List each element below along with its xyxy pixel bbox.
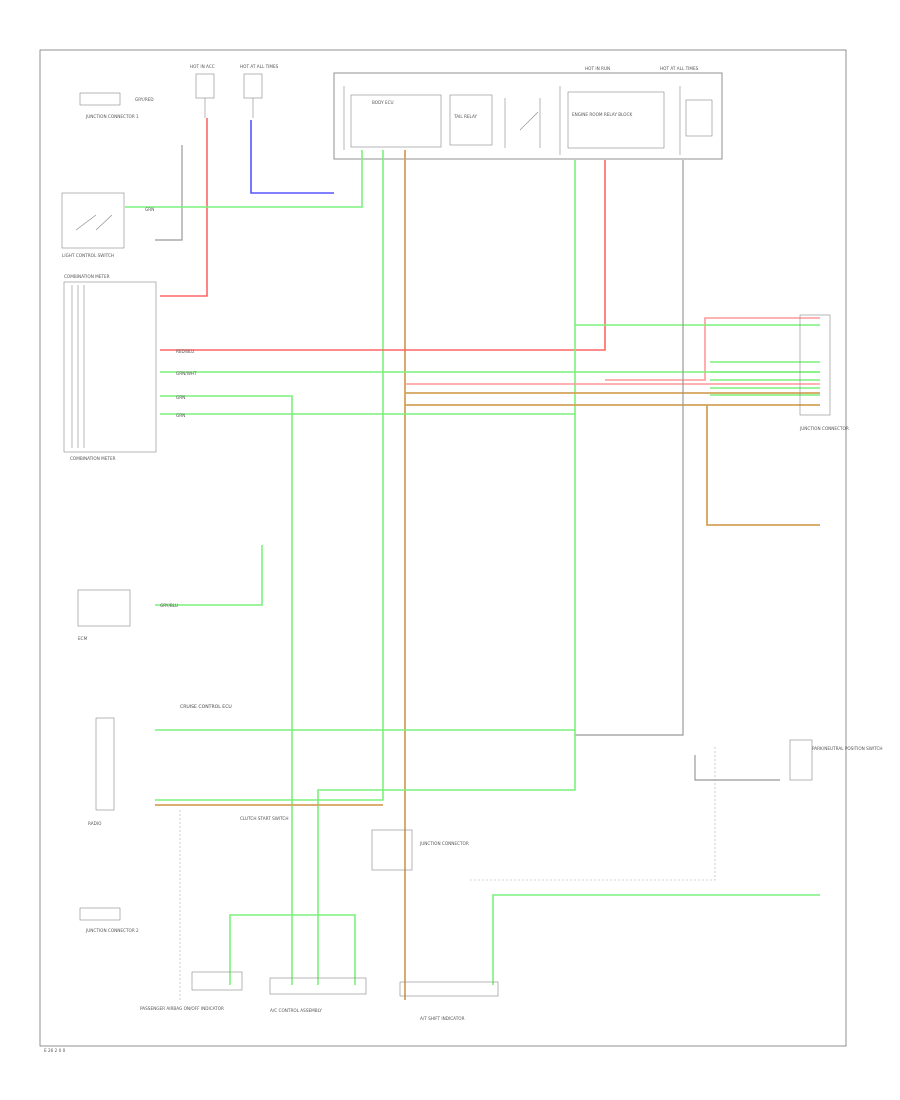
orange-right-drop — [706, 405, 820, 526]
clutch-start-label: CLUTCH START SWITCH — [240, 816, 289, 821]
junction-right-label: JUNCTION CONNECTOR — [799, 426, 849, 431]
fuse-hot-all-2: HOT AT ALL TIMES — [240, 64, 279, 69]
light-control-switch: LIGHT CONTROL SWITCH GRN — [61, 192, 154, 258]
wire-grn-4: GRN — [176, 413, 185, 418]
junction-connector-right-top: JUNCTION CONNECTOR — [799, 314, 849, 431]
passenger-airbag-indicator: PASSENGER AIRBAG ON/OFF INDICATOR — [140, 971, 243, 1011]
fuse-hot-acc: HOT IN ACC — [190, 64, 215, 69]
at-shift-indicator: A/T SHIFT INDICATOR — [399, 981, 499, 1021]
green-lower-2 — [317, 730, 576, 985]
red-wire-right — [160, 160, 606, 351]
wire-grn-1: GRN — [145, 207, 154, 212]
blue-wire — [250, 120, 334, 194]
wire-gry-blu: GRY/BLU — [160, 603, 178, 608]
gray-lower — [694, 755, 780, 781]
wire-grn-3: GRN — [176, 395, 185, 400]
combination-meter-label: COMBINATION METER — [64, 274, 110, 279]
top-fuses — [195, 73, 263, 118]
footer-code: E 26 2 0 0 — [44, 1048, 66, 1053]
gray-right-vertical — [575, 160, 684, 736]
gray-short — [155, 145, 183, 241]
dashed-guide-2 — [470, 745, 716, 881]
radio-label: RADIO — [88, 821, 102, 826]
park-neutral-switch: PARK/NEUTRAL POSITION SWITCH — [789, 739, 883, 781]
green-horizontal-4 — [160, 395, 293, 590]
junction-connector-center: JUNCTION CONNECTOR — [371, 829, 469, 871]
junction-top-label: JUNCTION CONNECTOR 1 — [85, 114, 139, 119]
green-main-vertical — [155, 150, 384, 801]
hvac-label: A/C CONTROL ASSEMBLY — [270, 1008, 322, 1013]
red-wire-left — [160, 118, 208, 297]
green-lower-1 — [155, 414, 576, 731]
red-wire-right-2 — [605, 317, 820, 381]
park-neutral-label: PARK/NEUTRAL POSITION SWITCH — [812, 746, 883, 751]
hvac-control: A/C CONTROL ASSEMBLY — [269, 977, 367, 1013]
junction-center-label: JUNCTION CONNECTOR — [419, 841, 469, 846]
body-ecu-label: BODY ECU — [372, 100, 394, 105]
clutch-start-switch: CLUTCH START SWITCH — [240, 816, 289, 821]
ecm-box: ECM GRY/BLU — [77, 589, 178, 641]
wire-gry-red-1: GRY/RED — [135, 97, 154, 102]
junction-bottom-label: JUNCTION CONNECTOR 2 — [85, 928, 139, 933]
green-right-lines — [710, 361, 820, 396]
fuse-hot-run: HOT IN RUN — [585, 66, 610, 71]
green-wire-light-ctrl — [125, 150, 363, 208]
combination-meter-bottom-label: COMBINATION METER — [70, 456, 116, 461]
diagram-border — [39, 49, 847, 1047]
tail-relay-label: TAIL RELAY — [453, 114, 478, 119]
green-lower-4 — [155, 545, 263, 606]
green-lower-5 — [229, 914, 356, 985]
combination-meter: COMBINATION METER COMBINATION METER RED/… — [63, 274, 197, 461]
passenger-airbag-label: PASSENGER AIRBAG ON/OFF INDICATOR — [140, 1006, 224, 1011]
junction-connector-bottom: JUNCTION CONNECTOR 2 — [79, 907, 139, 933]
cruise-label: CRUISE CONTROL ECU — [180, 704, 232, 710]
radio-connector: RADIO CRUISE CONTROL ECU — [88, 704, 232, 826]
wire-red-1: RED/BLU — [176, 349, 194, 354]
ecm-label: ECM — [78, 636, 88, 641]
junction-connector-top: JUNCTION CONNECTOR 1 GRY/RED — [79, 92, 154, 119]
light-control-label: LIGHT CONTROL SWITCH — [62, 253, 114, 258]
at-shift-label: A/T SHIFT INDICATOR — [420, 1016, 465, 1021]
body-ecu-block: BODY ECU TAIL RELAY ENGINE ROOM RELAY BL… — [190, 64, 723, 160]
green-horizontal-2 — [160, 160, 576, 415]
wire-grn-2: GRN/WHT — [176, 371, 197, 376]
engine-room-relay-label: ENGINE ROOM RELAY BLOCK — [572, 112, 633, 117]
green-lower-6 — [492, 894, 820, 985]
fuse-hot-all: HOT AT ALL TIMES — [660, 66, 699, 71]
